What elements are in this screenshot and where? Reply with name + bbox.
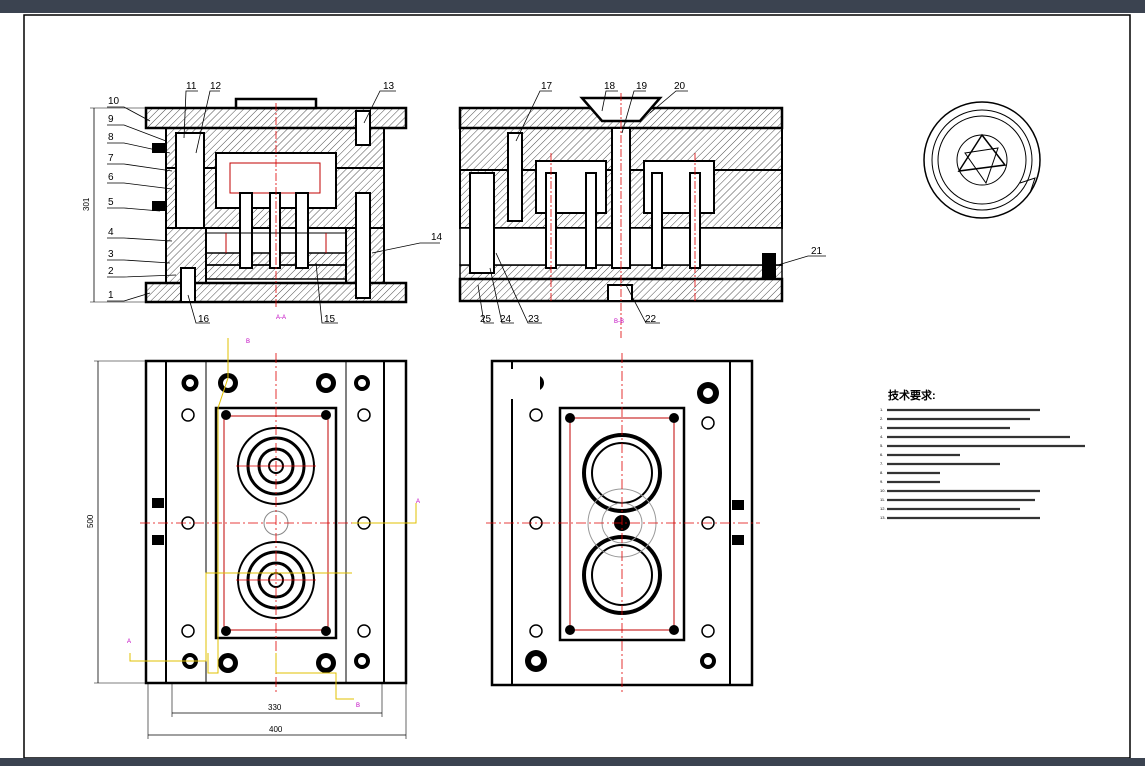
tech-req-item: 12. [880, 506, 886, 511]
section-view-right [458, 93, 784, 338]
cut-mark: B [356, 703, 360, 709]
section-view-left [144, 97, 408, 308]
part-label: 11 [186, 81, 197, 92]
window-title-bar [0, 0, 1145, 13]
leaders-left [107, 90, 440, 324]
height-dimension: 301 [82, 107, 146, 303]
plan-dimensions: 500 330 400 [86, 360, 407, 739]
part-label: 18 [604, 81, 616, 92]
tech-req-item: 8. [880, 470, 883, 475]
tech-req-item: 10. [880, 488, 886, 493]
plan-view-left [129, 338, 417, 700]
part-label: 6 [108, 172, 114, 183]
section-mark: A-A [276, 315, 286, 321]
tech-req-title: 技术要求: [888, 388, 936, 402]
part-label: 2 [108, 266, 114, 277]
part-label: 7 [108, 153, 114, 164]
part-label: 24 [500, 314, 512, 325]
dimension-text: 330 [268, 703, 282, 712]
tech-req-item: 6. [880, 452, 883, 457]
part-label: 22 [645, 314, 657, 325]
tech-req-item: 5. [880, 443, 883, 448]
part-label: 23 [528, 314, 540, 325]
tech-req-item: 4. [880, 434, 883, 439]
plan-view-right [486, 353, 760, 695]
section-mark: B-B [614, 319, 624, 325]
part-label: 16 [198, 314, 210, 325]
sheet-border [23, 14, 1131, 758]
dimension-text: 400 [269, 725, 283, 734]
tech-req-item: 2. [880, 416, 883, 421]
part-label: 13 [383, 81, 395, 92]
tech-req-text-lines [887, 408, 1085, 520]
part-label: 17 [541, 81, 553, 92]
part-label: 21 [811, 246, 823, 257]
tech-requirements: 技术要求: 1. 2. 3. 4. 5. 6. 7. 8. 9. 10. 11.… [880, 388, 1085, 520]
leaders-right [477, 90, 826, 324]
part-label: 20 [674, 81, 686, 92]
cut-mark: A [416, 499, 420, 505]
tech-req-item: 7. [880, 461, 883, 466]
status-bar [0, 758, 1145, 766]
part-label: 9 [108, 114, 114, 125]
cut-mark: B [246, 339, 250, 345]
tech-req-item: 13. [880, 515, 886, 520]
cad-drawing: 10 9 8 7 6 5 4 3 2 1 11 12 13 14 16 15 A… [23, 14, 1131, 758]
part-label: 8 [108, 132, 114, 143]
part-label: 4 [108, 227, 114, 238]
tech-req-item: 3. [880, 425, 883, 430]
tech-req-item: 1. [880, 407, 883, 412]
part-label: 1 [108, 290, 114, 301]
part-view [923, 101, 1041, 219]
part-label: 25 [480, 314, 492, 325]
part-label: 19 [636, 81, 648, 92]
part-label: 14 [431, 232, 443, 243]
dimension-text: 301 [82, 197, 91, 211]
part-label: 15 [324, 314, 336, 325]
drawing-sheet: 10 9 8 7 6 5 4 3 2 1 11 12 13 14 16 15 A… [0, 13, 1145, 758]
cut-mark: A [127, 639, 131, 645]
part-label: 3 [108, 249, 114, 260]
tech-req-item: 9. [880, 479, 883, 484]
dimension-text: 500 [86, 514, 95, 528]
part-label: 12 [210, 81, 222, 92]
part-label: 10 [108, 96, 120, 107]
part-label: 5 [108, 197, 114, 208]
tech-req-item: 11. [880, 497, 885, 502]
